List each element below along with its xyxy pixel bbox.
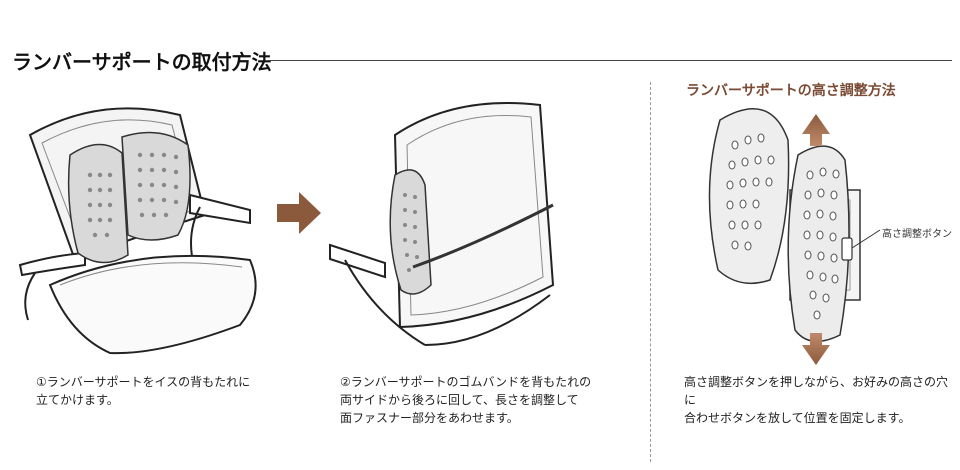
height-button-callout: 高さ調整ボタン [882, 229, 952, 240]
adjust-title: ランバーサポートの高さ調整方法 [686, 83, 896, 99]
section-divider [650, 82, 651, 462]
arrow-down-icon [802, 333, 830, 365]
step-1-text: ①ランバーサポートをイスの背もたれに 立てかけます。 [36, 375, 251, 407]
lumbar-support-1 [67, 131, 191, 264]
adjust-caption: 高さ調整ボタンを押しながら、お好みの高さの穴に 合わせボタンを放して位置を固定し… [684, 373, 954, 427]
step-2-text: ②ランバーサポートのゴムバンドを背もたれの 両サイドから後ろに回して、長さを調整… [340, 375, 592, 425]
title-rule [268, 60, 952, 61]
adjust-text: 高さ調整ボタンを押しながら、お好みの高さの穴に 合わせボタンを放して位置を固定し… [684, 375, 949, 425]
height-adjust-button [841, 237, 853, 261]
chair-illustration-1 [18, 107, 257, 355]
arrow-up-icon [802, 114, 830, 146]
step-1-caption: ①ランバーサポートをイスの背もたれに 立てかけます。 [36, 373, 276, 409]
step-2-caption: ②ランバーサポートのゴムバンドを背もたれの 両サイドから後ろに回して、長さを調整… [340, 373, 620, 427]
arrow-right-icon [277, 192, 321, 234]
lumbar-adjust-illustration [708, 108, 881, 365]
chair-illustration-2 [329, 102, 555, 346]
page-title: ランバーサポートの取付方法 [12, 50, 272, 74]
